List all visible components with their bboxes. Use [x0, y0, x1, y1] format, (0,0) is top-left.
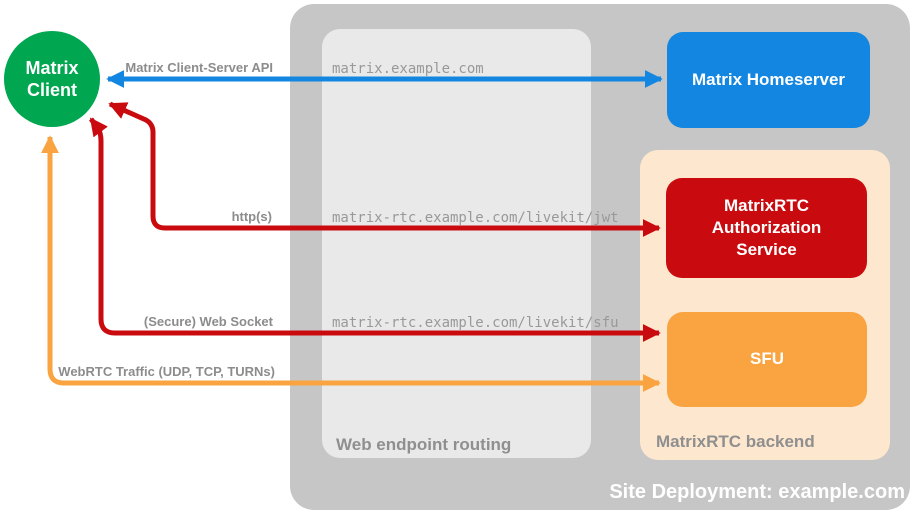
site-deployment-caption: Site Deployment: example.com [609, 481, 905, 503]
auth-service-label: MatrixRTC Authorization Service [711, 195, 822, 260]
matrix-client-label-line2: Client [26, 80, 77, 100]
auth-service-node: MatrixRTC Authorization Service [666, 178, 867, 278]
matrix-homeserver-node: Matrix Homeserver [667, 32, 870, 128]
web-endpoint-routing-container [322, 29, 591, 458]
matrix-client-label-line1: Matrix [25, 57, 79, 78]
websocket-protocol-label: (Secure) Web Socket [143, 314, 273, 329]
jwt-endpoint-label: matrix-rtc.example.com/livekit/jwt [332, 210, 619, 226]
matrix-client-node: Matrix Client [4, 31, 100, 127]
https-protocol-label: http(s) [231, 209, 272, 224]
matrix-homeserver-label: Matrix Homeserver [691, 69, 846, 89]
webrtc-traffic-protocol-label: WebRTC Traffic (UDP, TCP, TURNs) [58, 364, 275, 379]
sfu-endpoint-label: matrix-rtc.example.com/livekit/sfu [332, 315, 619, 331]
sfu-node: SFU [667, 312, 867, 407]
sfu-label: SFU [750, 349, 784, 369]
matrix-endpoint-label: matrix.example.com [332, 61, 484, 77]
web-endpoint-routing-caption: Web endpoint routing [336, 435, 512, 454]
matrixrtc-backend-caption: MatrixRTC backend [656, 432, 815, 451]
client-server-api-protocol-label: Matrix Client-Server API [125, 60, 273, 75]
